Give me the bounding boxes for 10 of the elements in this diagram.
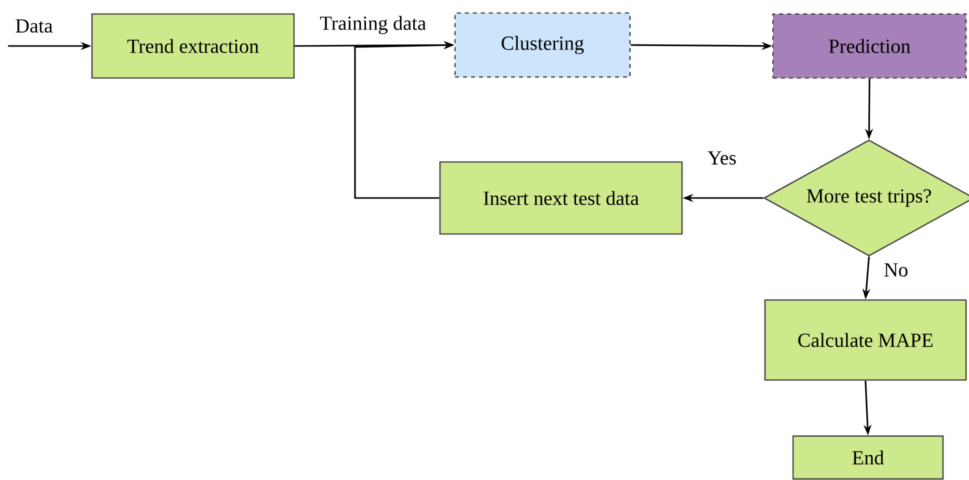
process-box: Prediction	[772, 13, 967, 79]
process-box: End	[792, 435, 944, 480]
process-box: Clustering	[454, 12, 631, 78]
process-box: Calculate MAPE	[764, 299, 967, 381]
edge-label: No	[882, 262, 910, 278]
process-box: Trend extraction	[91, 13, 295, 79]
edge-label: Data	[14, 18, 54, 34]
edge-label: Training data	[318, 14, 428, 36]
process-box: Insert next test data	[439, 161, 683, 235]
edge-label: Yes	[706, 150, 738, 166]
